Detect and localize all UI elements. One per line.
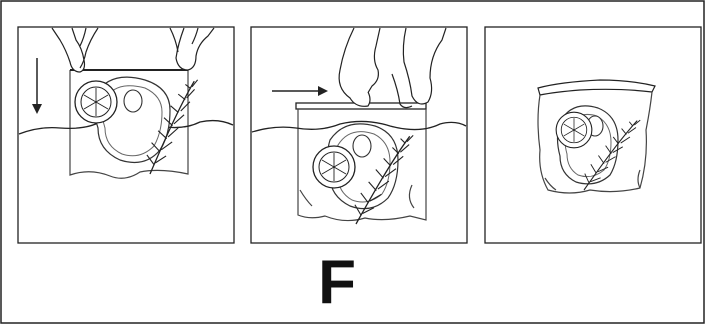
lemon-slice xyxy=(313,146,355,188)
panel-1 xyxy=(18,27,234,243)
panel-2 xyxy=(251,27,467,243)
panel-3 xyxy=(485,27,701,243)
lemon-slice xyxy=(75,81,117,123)
step-label: F xyxy=(300,248,374,318)
lemon-slice xyxy=(556,112,592,148)
